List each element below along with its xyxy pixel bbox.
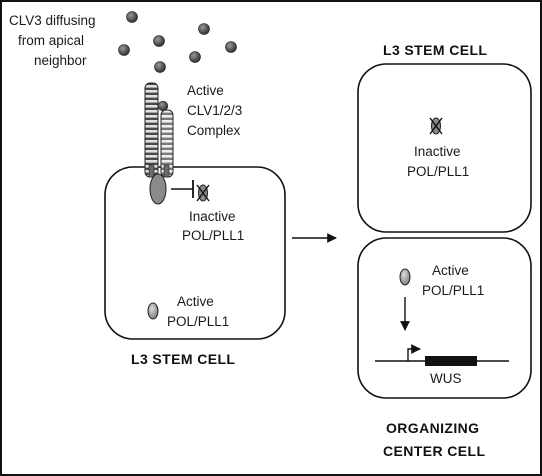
bound-clv3-icon — [157, 100, 169, 112]
right-inactive-protein-icon — [429, 117, 443, 135]
complex-label-line1: Active — [187, 83, 224, 98]
clv3-label-line1: CLV3 diffusing — [9, 13, 96, 28]
clv3-molecules — [118, 11, 237, 73]
wus-coding-region — [425, 356, 477, 366]
clv1-coil-icon — [144, 82, 159, 178]
complex-label-line3: Complex — [187, 123, 241, 138]
right-top-inactive-label-line2: POL/PLL1 — [407, 164, 469, 179]
inhibition-t-bar-icon — [171, 180, 194, 198]
kinase-domain-icon — [149, 173, 167, 205]
organizing-title-line1: ORGANIZING — [386, 420, 479, 436]
clv-receptor-complex-icon — [144, 82, 174, 205]
clv3-molecule-icon — [118, 44, 130, 56]
left-inactive-label-line1: Inactive — [189, 209, 236, 224]
left-active-label-line1: Active — [177, 294, 214, 309]
clv3-molecule-icon — [126, 11, 138, 23]
clv3-molecule-icon — [154, 61, 166, 73]
gene-label: WUS — [430, 371, 462, 386]
right-active-protein-icon — [399, 268, 411, 286]
clv3-molecule-icon — [198, 23, 210, 35]
right-bottom-active-label-line2: POL/PLL1 — [422, 283, 484, 298]
left-cell-title: L3 STEM CELL — [131, 351, 235, 367]
clv3-label-line2: from apical — [18, 33, 84, 48]
left-inactive-protein-icon — [196, 184, 210, 202]
clv3-molecule-icon — [153, 35, 165, 47]
complex-label-line2: CLV1/2/3 — [187, 103, 242, 118]
right-top-inactive-label-line1: Inactive — [414, 144, 461, 159]
transcription-start-icon — [407, 344, 421, 361]
wus-gene-construct — [375, 344, 509, 366]
organizing-title-line2: CENTER CELL — [383, 443, 485, 459]
left-l3-stem-cell — [104, 166, 286, 340]
left-active-protein-icon — [147, 302, 159, 320]
right-top-cell-title: L3 STEM CELL — [383, 42, 487, 58]
right-bottom-active-label-line1: Active — [432, 263, 469, 278]
clv3-molecule-icon — [189, 51, 201, 63]
clv3-label-line3: neighbor — [34, 53, 87, 68]
left-inactive-label-line2: POL/PLL1 — [182, 228, 244, 243]
clv3-molecule-icon — [225, 41, 237, 53]
left-active-label-line2: POL/PLL1 — [167, 314, 229, 329]
right-l3-stem-cell — [357, 63, 532, 233]
